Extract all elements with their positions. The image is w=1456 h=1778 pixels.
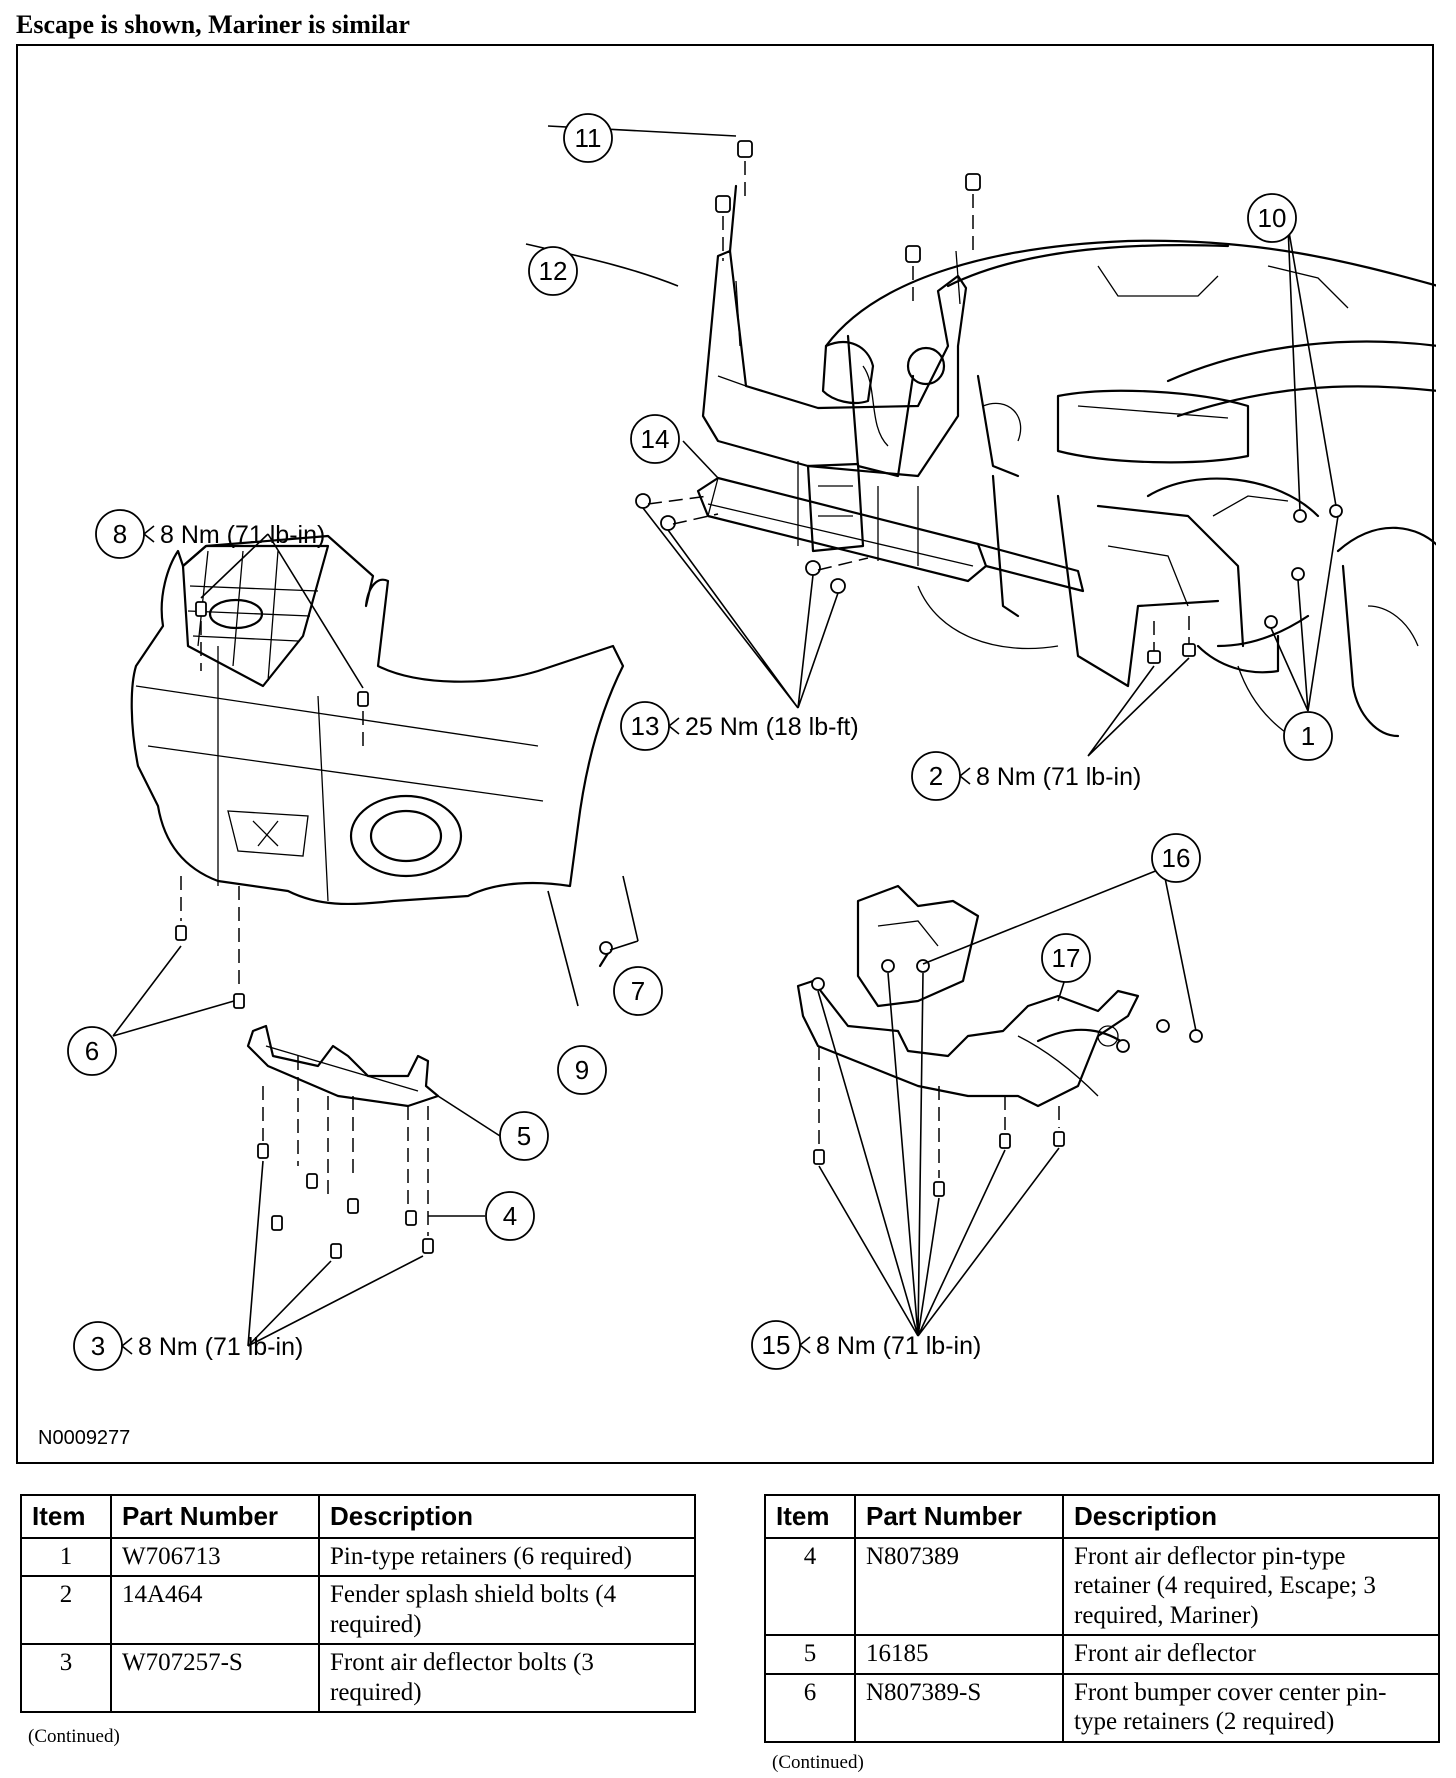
svg-text:11: 11 <box>575 123 602 153</box>
cell-description: Fender splash shield bolts (4 required) <box>318 1575 696 1646</box>
svg-text:13: 13 <box>631 711 660 741</box>
cell-part-number: W707257-S <box>110 1643 320 1714</box>
cell-item: 2 <box>20 1575 112 1646</box>
table-row: 2 14A464 Fender splash shield bolts (4 r… <box>20 1575 696 1646</box>
table-header-row: Item Part Number Description <box>764 1494 1440 1539</box>
front-air-deflector-5 <box>246 1024 440 1259</box>
svg-text:16: 16 <box>1162 843 1191 873</box>
callout-11: 11 <box>563 113 613 163</box>
svg-text:5: 5 <box>517 1121 531 1151</box>
svg-text:10: 10 <box>1258 203 1287 233</box>
callout-8: 8 8 Nm (71 lb-in) <box>95 509 325 559</box>
svg-text:15: 15 <box>762 1330 791 1360</box>
fender-fasteners <box>1147 504 1343 664</box>
svg-text:1: 1 <box>1301 721 1315 751</box>
cell-description: Front air deflector pin-type retainer (4… <box>1062 1536 1440 1637</box>
callout-16: 16 <box>1151 833 1201 883</box>
upper-air-deflector-12 <box>701 140 981 478</box>
callout-3: 3 8 Nm (71 lb-in) <box>73 1321 303 1371</box>
header-item: Item <box>764 1494 856 1539</box>
svg-text:8: 8 <box>113 519 127 549</box>
front-bumper-cover-9 <box>130 534 625 1009</box>
cell-item: 1 <box>20 1536 112 1578</box>
cell-part-number: N807389 <box>854 1536 1064 1637</box>
callout-12: 12 <box>528 246 578 296</box>
callout-1: 1 <box>1283 711 1333 761</box>
header-description: Description <box>1062 1494 1440 1539</box>
exploded-view-illustration: 1 2 8 Nm (71 lb-in) 3 8 Nm (71 lb-in) 4 … <box>16 44 1436 1464</box>
svg-text:4: 4 <box>503 1201 517 1231</box>
svg-text:17: 17 <box>1052 943 1081 973</box>
callout-10: 10 <box>1247 193 1297 243</box>
lower-shield-assembly <box>796 884 1203 1197</box>
header-item: Item <box>20 1494 112 1539</box>
callout-6: 6 <box>67 1026 117 1076</box>
svg-text:6: 6 <box>85 1036 99 1066</box>
callout-7: 7 <box>613 966 663 1016</box>
cell-part-number: W706713 <box>110 1536 320 1578</box>
cell-description: Front air deflector bolts (3 required) <box>318 1643 696 1714</box>
callout-13: 13 25 Nm (18 lb-ft) <box>620 701 859 751</box>
svg-text:8 Nm (71 lb-in): 8 Nm (71 lb-in) <box>976 763 1141 791</box>
callout-17: 17 <box>1041 933 1091 983</box>
parts-table-left: Item Part Number Description 1 W706713 P… <box>20 1494 696 1714</box>
vehicle-front-structure <box>806 239 1436 747</box>
cell-description: Front air deflector <box>1062 1634 1440 1675</box>
cell-part-number: 16185 <box>854 1634 1064 1675</box>
svg-text:7: 7 <box>631 976 645 1006</box>
continued-note-left: (Continued) <box>28 1726 120 1747</box>
header-part-number: Part Number <box>854 1494 1064 1539</box>
svg-text:9: 9 <box>575 1055 589 1085</box>
cell-item: 3 <box>20 1643 112 1714</box>
cell-item: 4 <box>764 1536 856 1637</box>
svg-text:8 Nm (71 lb-in): 8 Nm (71 lb-in) <box>160 521 325 549</box>
table-row: 1 W706713 Pin-type retainers (6 required… <box>20 1536 696 1578</box>
svg-text:2: 2 <box>929 761 943 791</box>
svg-text:3: 3 <box>91 1331 105 1361</box>
cell-item: 6 <box>764 1672 856 1743</box>
cell-description: Pin-type retainers (6 required) <box>318 1536 696 1578</box>
table-row: 5 16185 Front air deflector <box>764 1634 1440 1675</box>
svg-text:25 Nm (18 lb-ft): 25 Nm (18 lb-ft) <box>685 713 859 741</box>
table-row: 6 N807389-S Front bumper cover center pi… <box>764 1672 1440 1743</box>
header-part-number: Part Number <box>110 1494 320 1539</box>
svg-text:12: 12 <box>539 256 568 286</box>
callout-15: 15 8 Nm (71 lb-in) <box>751 1320 981 1370</box>
svg-text:14: 14 <box>641 424 670 454</box>
cell-part-number: 14A464 <box>110 1575 320 1646</box>
table-row: 3 W707257-S Front air deflector bolts (3… <box>20 1643 696 1714</box>
callout-5: 5 <box>499 1111 549 1161</box>
svg-text:8 Nm (71 lb-in): 8 Nm (71 lb-in) <box>138 1333 303 1361</box>
table-row: 4 N807389 Front air deflector pin-type r… <box>764 1536 1440 1637</box>
continued-note-right: (Continued) <box>772 1752 864 1773</box>
callout-14: 14 <box>630 414 680 464</box>
table-header-row: Item Part Number Description <box>20 1494 696 1539</box>
callout-9: 9 <box>557 1045 607 1095</box>
svg-text:8 Nm (71 lb-in): 8 Nm (71 lb-in) <box>816 1332 981 1360</box>
page-heading: Escape is shown, Mariner is similar <box>16 10 410 39</box>
header-description: Description <box>318 1494 696 1539</box>
leader-lines <box>112 125 1339 1347</box>
cell-item: 5 <box>764 1634 856 1675</box>
parts-table-right: Item Part Number Description 4 N807389 F… <box>764 1494 1440 1743</box>
cell-part-number: N807389-S <box>854 1672 1064 1743</box>
callout-2: 2 8 Nm (71 lb-in) <box>911 751 1141 801</box>
callout-4: 4 <box>485 1191 535 1241</box>
cell-description: Front bumper cover center pin-type retai… <box>1062 1672 1440 1743</box>
figure-id: N0009277 <box>38 1427 130 1449</box>
